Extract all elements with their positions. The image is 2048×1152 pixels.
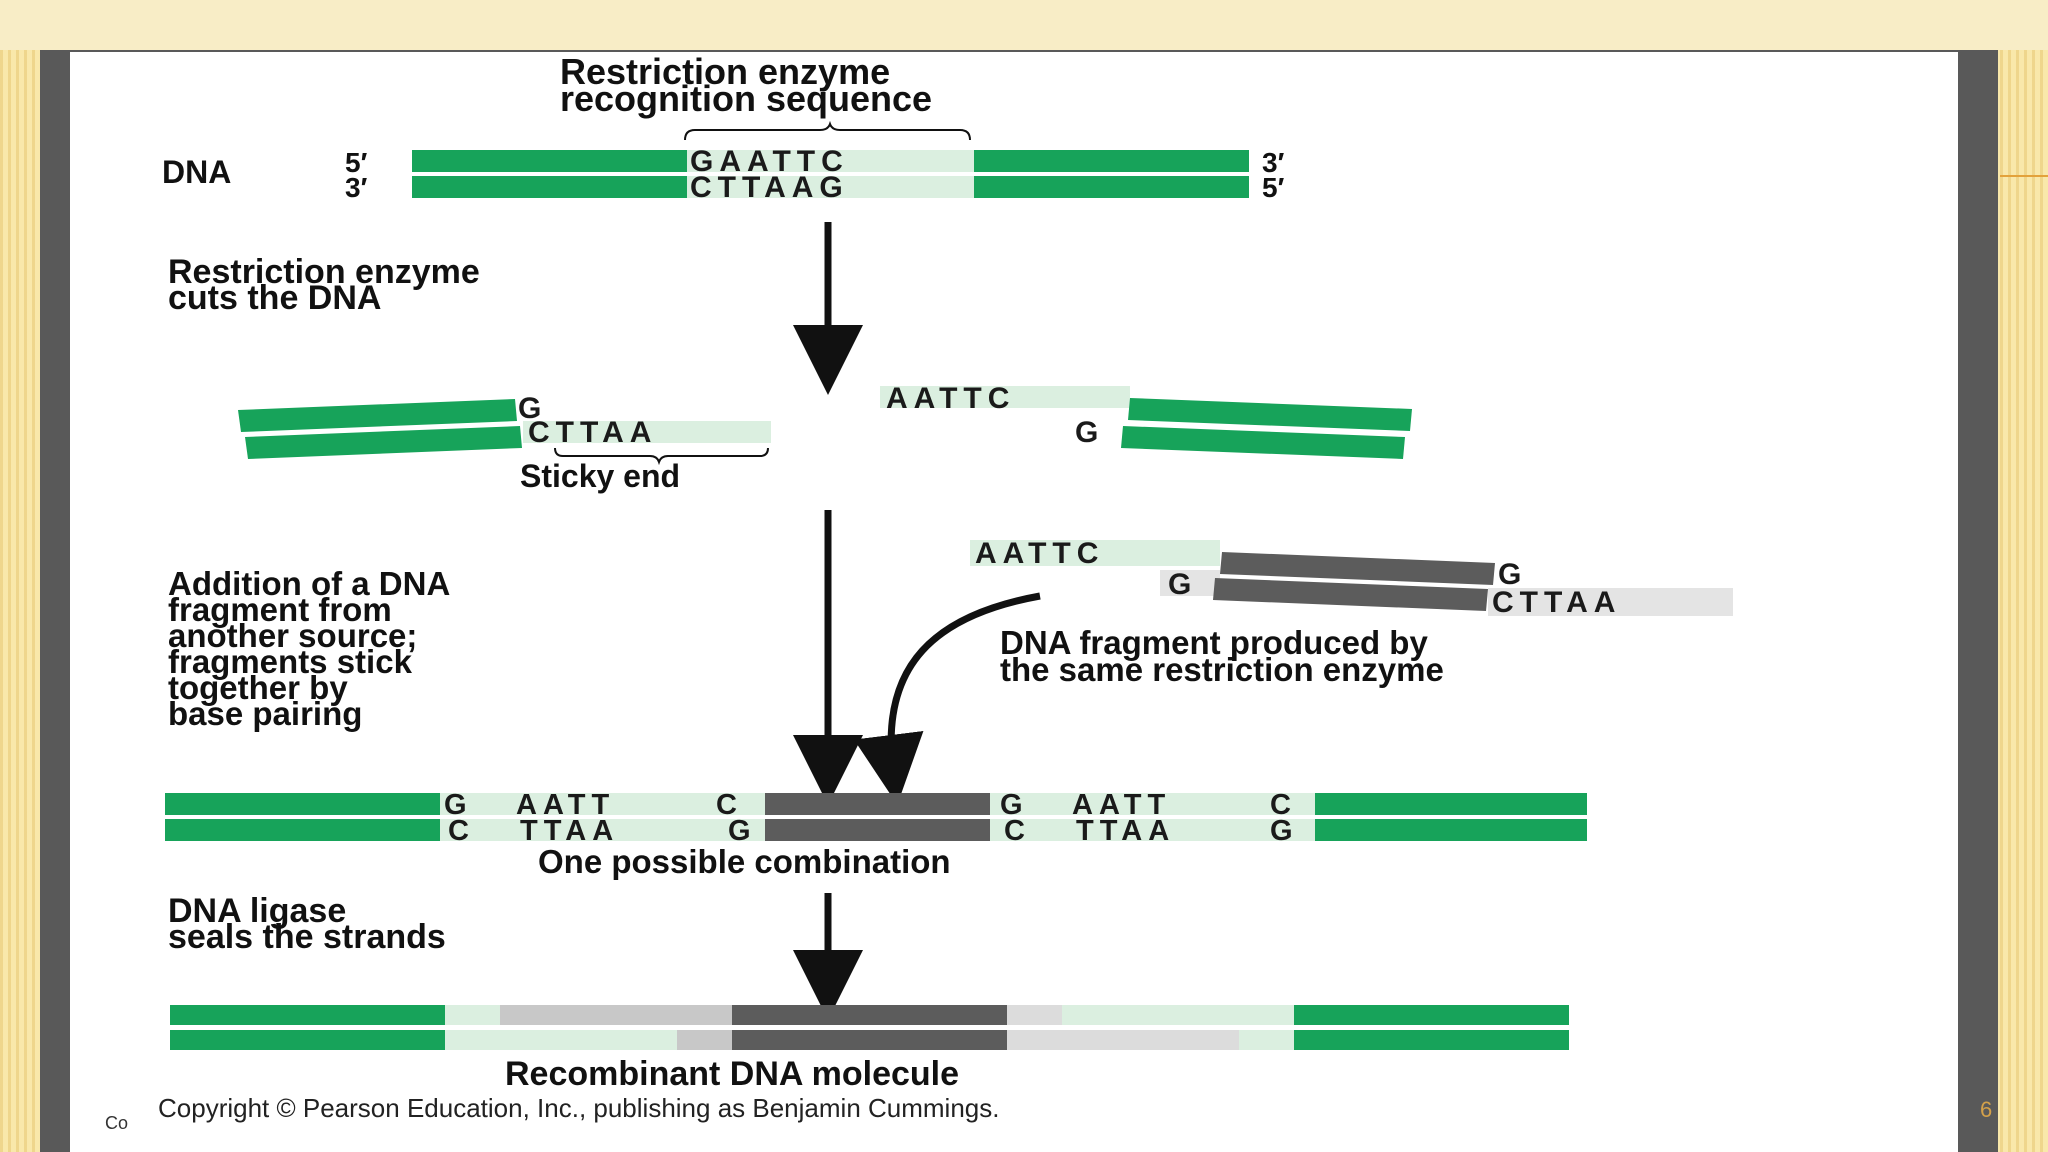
arrow-fragment-joins (853, 592, 1041, 805)
result-bottom-green-left (170, 1030, 445, 1050)
combo-top-a: G (444, 789, 473, 821)
combo-top-f: C (1270, 789, 1297, 821)
fragment-label-1: DNA fragment produced by (1000, 624, 1428, 661)
combo-top-b: AATT (516, 789, 615, 821)
fragment-top-base: G (1498, 558, 1527, 591)
result-top-lightgreen-1 (445, 1005, 500, 1025)
cut-right-top-strand (1128, 398, 1412, 431)
combo-top-e: AATT (1072, 789, 1171, 821)
combo-top-c: C (716, 789, 743, 821)
dna-strand-top-left (412, 150, 687, 172)
cut-right-bottom-base: G (1075, 416, 1104, 449)
step2-line-2: fragment from (168, 591, 392, 628)
step2-line-6: base pairing (168, 695, 362, 732)
fragment-overhang-top-bg (970, 540, 1220, 566)
combo-bot-b: TTAA (520, 815, 619, 847)
combo-top-gray (765, 793, 990, 815)
fragment-bottom-base: G (1168, 568, 1197, 601)
result-bottom-lightgreen-2 (1239, 1030, 1294, 1050)
recognition-seq-top: GAATTC (690, 145, 849, 178)
combo-bot-a: C (448, 815, 475, 847)
sticky-end-brace (554, 447, 769, 466)
combo-top-green-right (1315, 793, 1587, 815)
title-line-1: Restriction enzyme (560, 51, 890, 92)
recognition-site-top (687, 150, 974, 172)
result-bottom-lightgray-1 (677, 1030, 732, 1050)
dna-strand-top-right (974, 150, 1249, 172)
combo-bottom-green-right (1315, 819, 1587, 841)
result-bottom-lightgray-2 (1007, 1030, 1239, 1050)
combo-site1-bottom (440, 819, 765, 841)
combo-site2-bottom (990, 819, 1315, 841)
cut-right-bottom-strand (1121, 426, 1405, 459)
dna-3prime-left: 3′ (345, 172, 368, 203)
combo-top-d: G (1000, 789, 1029, 821)
step2-line-5: together by (168, 669, 348, 706)
cut-left-top-strand (238, 399, 517, 432)
combo-bottom-green-left (165, 819, 440, 841)
combo-top-green-left (165, 793, 440, 815)
title-line-2: recognition sequence (560, 78, 932, 119)
dna-strand-bottom-left (412, 176, 687, 198)
step2-line-1: Addition of a DNA (168, 565, 450, 602)
step2-line-3: another source; (168, 617, 417, 654)
step2-line-4: fragments stick (168, 643, 413, 680)
result-top-lightgray-2 (1007, 1005, 1062, 1025)
cut-left-overhang: CTTAA (528, 416, 657, 449)
fragment-overhang-bottom-bg (1488, 588, 1733, 616)
copyright-text: Copyright © Pearson Education, Inc., pub… (158, 1093, 999, 1123)
dna-3prime-right: 3′ (1262, 147, 1285, 178)
combo-bot-f: G (1270, 815, 1299, 847)
step3-line-1: DNA ligase (168, 892, 346, 930)
result-top-green-right (1294, 1005, 1569, 1025)
fragment-strand-bottom (1213, 578, 1488, 611)
result-bottom-gray (732, 1030, 1007, 1050)
dna-5prime-left: 5′ (345, 147, 368, 178)
accent-line (2000, 175, 2048, 177)
step3-line-2: seals the strands (168, 918, 446, 956)
cut-left-bottom-strand (245, 426, 522, 459)
fragment-bottom-base-bg (1160, 570, 1220, 596)
step1-line-1: Restriction enzyme (168, 253, 480, 291)
fragment-strand-top (1220, 552, 1495, 585)
result-top-green-left (170, 1005, 445, 1025)
recombinant-label: Recombinant DNA molecule (505, 1055, 959, 1093)
combo-site2-top (990, 793, 1315, 815)
dna-strand-bottom-right (974, 176, 1249, 198)
cut-left-overhang-bg (523, 421, 771, 443)
dna-label: DNA (162, 154, 231, 190)
page-number: 6 (1980, 1097, 1993, 1122)
copyright-stub: Co (105, 1113, 129, 1133)
combo-bottom-gray (765, 819, 990, 841)
step1-line-2: cuts the DNA (168, 279, 381, 317)
dna-5prime-right: 5′ (1262, 172, 1285, 203)
fragment-overhang-top: AATTC (975, 537, 1104, 570)
recognition-site-bottom (687, 176, 974, 198)
combo-bot-e: TTAA (1076, 815, 1175, 847)
result-bottom-lightgreen-1 (445, 1030, 677, 1050)
recognition-brace (684, 120, 971, 141)
cut-right-overhang: AATTC (886, 382, 1015, 415)
cut-right-overhang-bg (880, 386, 1130, 408)
combo-bot-d: C (1004, 815, 1031, 847)
result-top-gray (732, 1005, 1007, 1025)
cut-left-top-base: G (518, 392, 547, 425)
combination-label: One possible combination (538, 843, 951, 880)
result-top-lightgreen-2 (1062, 1005, 1294, 1025)
combo-site1-top (440, 793, 765, 815)
sticky-end-label: Sticky end (520, 458, 680, 494)
result-bottom-green-right (1294, 1030, 1569, 1050)
recognition-seq-bottom: CTTAAG (690, 171, 849, 204)
fragment-overhang-bottom: CTTAA (1492, 586, 1621, 619)
combo-bot-c: G (728, 815, 757, 847)
slide-header-strip (0, 0, 2048, 50)
fragment-label-2: the same restriction enzyme (1000, 651, 1444, 688)
result-top-lightgray-1 (500, 1005, 732, 1025)
